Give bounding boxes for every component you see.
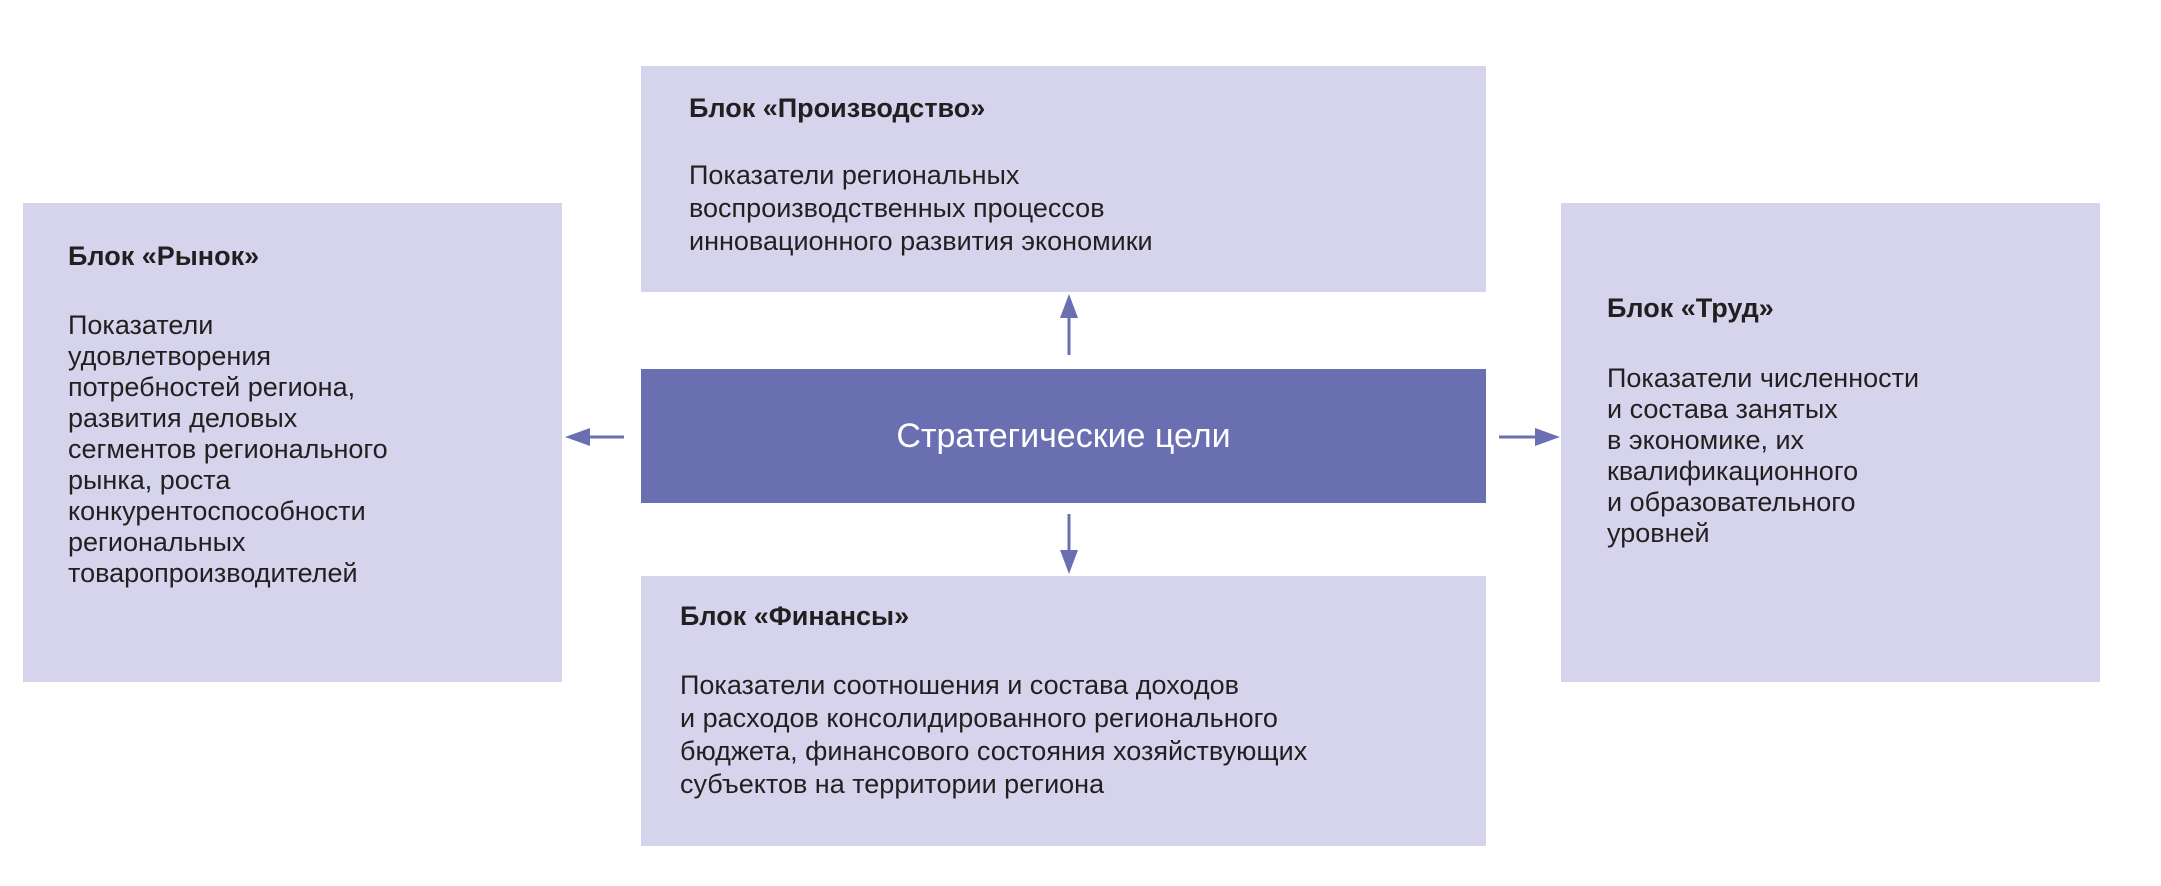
block-labor: Блок «Труд» Показатели численности и сос… bbox=[1561, 203, 2100, 682]
block-production-title: Блок «Производство» bbox=[689, 93, 986, 123]
block-labor-text: Показатели численности и состава занятых… bbox=[1607, 363, 1920, 548]
strategic-goals-label: Стратегические цели bbox=[896, 416, 1231, 455]
block-market-title: Блок «Рынок» bbox=[68, 241, 260, 271]
block-finance: Блок «Финансы» Показатели соотношения и … bbox=[641, 576, 1486, 846]
block-finance-text: Показатели соотношения и состава доходов… bbox=[680, 670, 1308, 799]
block-market-text: Показатели удовлетворения потребностей р… bbox=[68, 310, 388, 588]
strategic-goals-box: Стратегические цели bbox=[641, 369, 1486, 503]
arrow-up-icon bbox=[1060, 294, 1078, 355]
block-production: Блок «Производство» Показатели региональ… bbox=[641, 66, 1486, 292]
block-market: Блок «Рынок» Показатели удовлетворения п… bbox=[23, 203, 562, 682]
arrow-down-icon bbox=[1060, 514, 1078, 574]
arrow-left-icon bbox=[565, 428, 624, 446]
block-production-text: Показатели региональных воспроизводствен… bbox=[689, 160, 1153, 256]
arrow-right-icon bbox=[1499, 428, 1560, 446]
block-labor-title: Блок «Труд» bbox=[1607, 293, 1774, 323]
block-finance-title: Блок «Финансы» bbox=[680, 601, 910, 631]
